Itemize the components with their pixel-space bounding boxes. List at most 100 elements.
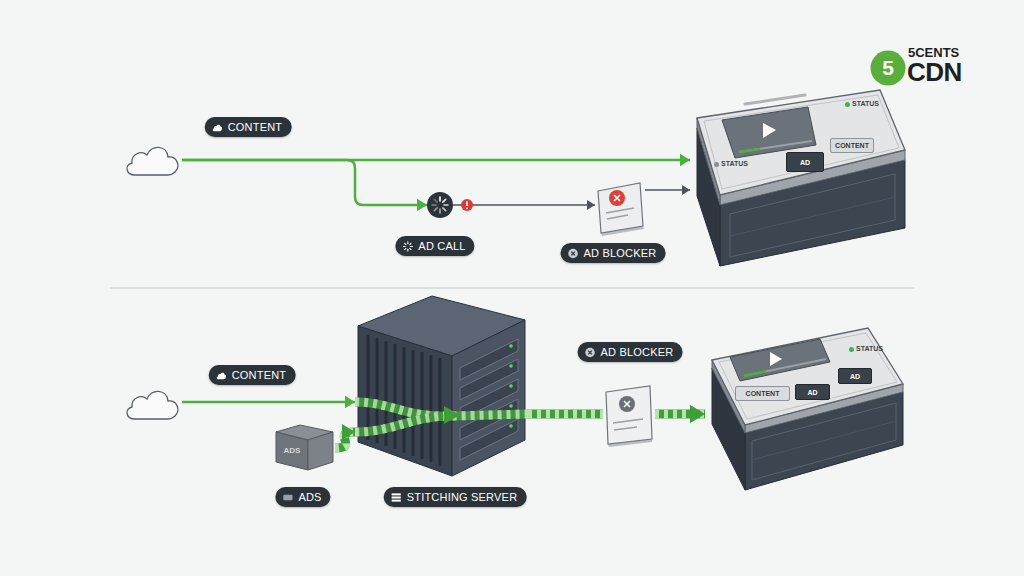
slot-text: AD <box>850 373 860 380</box>
screen-device-part <box>739 149 760 152</box>
arrow-head <box>417 199 427 211</box>
spinner-circle-part-part <box>443 199 446 202</box>
player-device: STATUSCONTENTADAD <box>705 325 905 492</box>
block-icon <box>585 347 596 358</box>
spinner-circle-part-part <box>439 197 441 201</box>
caption-pill: CONTENT <box>205 117 292 137</box>
server-icon-part <box>392 493 401 495</box>
screen-device-part <box>712 328 903 425</box>
connector-line <box>528 410 603 419</box>
screen-device-part <box>704 95 899 189</box>
spinner-circle-part-part <box>434 199 437 202</box>
spinner-circle-part-part <box>439 209 441 213</box>
caption-text: AD BLOCKER <box>584 243 657 263</box>
connector-line <box>182 401 355 404</box>
cloud-shape-part <box>127 147 178 175</box>
server-rack-part-part <box>403 347 406 453</box>
status-dot <box>714 162 719 167</box>
error-badge-part <box>466 207 468 209</box>
screen-device-part <box>719 333 897 419</box>
caption-pill: ADS <box>275 487 330 507</box>
server-rack-part-part <box>412 350 415 456</box>
ads-cube <box>273 425 335 470</box>
connector-line <box>182 160 427 205</box>
caption-text: AD BLOCKER <box>601 342 674 362</box>
screen-device-part <box>722 107 816 158</box>
slot-text: CONTENT <box>835 142 869 149</box>
arrow-head <box>680 154 690 166</box>
box-text: ADS <box>277 446 307 455</box>
striped-connector <box>528 414 603 415</box>
block-icon-part <box>568 248 578 258</box>
server-rack-part-part <box>430 355 433 462</box>
content-slot: CONTENT <box>735 386 790 401</box>
ad-slot: AD <box>838 368 872 384</box>
divider-line <box>110 287 915 288</box>
blocker-card-part <box>607 215 628 219</box>
cloud-source: CONTENT <box>122 386 182 422</box>
screen-device-part <box>744 359 826 376</box>
arrow-head <box>345 396 355 408</box>
spinner-circle-part <box>427 192 453 218</box>
cloud-shape-part <box>127 391 178 419</box>
server-rack-part-part <box>509 384 513 388</box>
spinner-icon-part-part <box>407 241 408 243</box>
caption-pill: AD BLOCKER <box>578 342 683 362</box>
caption-pill: STITCHING SERVER <box>384 487 527 507</box>
server-rack-part <box>444 406 460 424</box>
status-dot <box>849 347 854 352</box>
blocker-card-part <box>619 396 635 412</box>
server-rack-part-part <box>509 344 513 348</box>
error-badge <box>460 198 474 212</box>
caption-pill: AD BLOCKER <box>561 243 666 263</box>
error-badge-part <box>466 201 468 206</box>
ads-box: ADSADS <box>273 425 335 470</box>
status-indicator: STATUS <box>845 100 879 108</box>
screen-device-part <box>752 421 896 460</box>
server-icon <box>391 492 402 503</box>
arrow-head <box>682 185 690 195</box>
blocker-card-part <box>614 427 637 430</box>
blocker-card-part <box>598 183 643 233</box>
status-indicator: STATUS <box>849 345 883 353</box>
ad-blocker-card: AD BLOCKER <box>603 385 655 445</box>
ad-blocker-card: AD BLOCKER <box>595 182 645 234</box>
cloud-icon-part <box>217 372 226 378</box>
ads-cube-part <box>308 432 333 470</box>
server-rack-part-part <box>394 344 397 449</box>
cloud-icon <box>216 370 227 381</box>
connector-stripes <box>528 410 603 419</box>
spinner-circle-part <box>432 197 448 213</box>
blocker-card-part <box>606 208 634 213</box>
arrow-head <box>690 405 705 424</box>
arrow-head <box>342 424 355 440</box>
status-dot <box>845 102 850 107</box>
status-text: STATUS <box>721 160 748 168</box>
spinner-icon-part-part <box>410 248 411 249</box>
logo-mark: 5 <box>871 57 905 78</box>
screen-device-part <box>763 123 776 138</box>
status-text: STATUS <box>856 345 883 353</box>
block-icon-part <box>585 347 595 357</box>
screen-device-part <box>730 197 895 236</box>
blocker-card-part <box>624 401 630 407</box>
logo-circle <box>871 51 906 86</box>
blocker-card-part <box>613 419 643 423</box>
caption-text: AD CALL <box>418 236 465 256</box>
server-rack-part-part <box>367 335 370 440</box>
caption-pill: AD CALL <box>395 236 474 256</box>
screen-device <box>690 88 905 268</box>
server-rack-part-part <box>509 424 513 428</box>
cloud-source: CONTENT <box>122 142 182 178</box>
screen-device-part <box>697 90 905 195</box>
spinner-circle-part-part <box>443 208 446 211</box>
server-rack-part-part <box>355 416 452 432</box>
connector-line <box>453 204 595 206</box>
arrow-head <box>587 200 595 210</box>
striped-connector <box>655 405 705 424</box>
block-icon <box>568 248 579 259</box>
spinner-icon-part <box>403 241 412 250</box>
